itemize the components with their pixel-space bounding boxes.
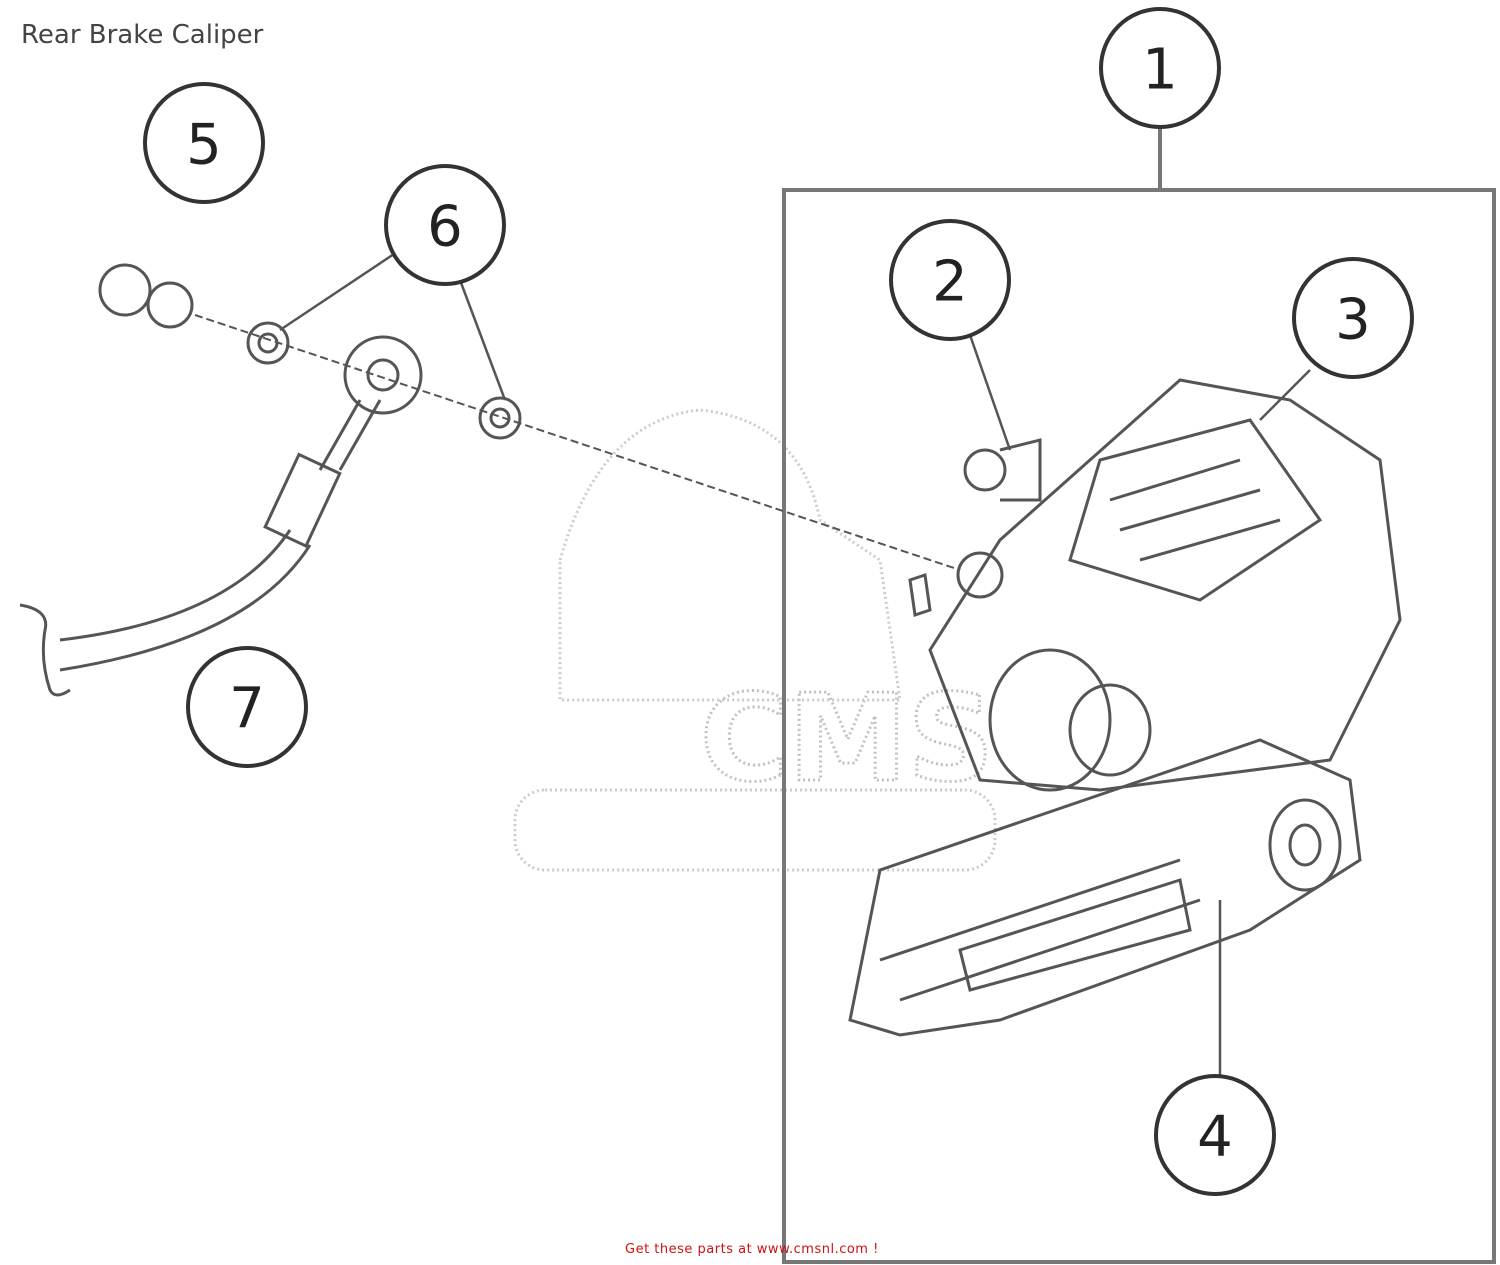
callout-5: 5 [143,82,265,204]
callout-1: 1 [1099,7,1221,129]
watermark: CMS [513,408,997,872]
svg-text:6: 6 [427,195,463,260]
svg-text:5: 5 [186,113,222,178]
leader-lines [279,248,1311,1075]
caliper-drawing [848,378,1402,1037]
callout-4: 4 [1154,1074,1276,1196]
diagram-title: Rear Brake Caliper [21,20,264,50]
svg-text:4: 4 [1197,1105,1233,1170]
svg-text:1: 1 [1142,38,1178,103]
callout-2: 2 [889,219,1011,341]
callout-3: 3 [1292,257,1414,379]
svg-text:3: 3 [1335,288,1371,353]
assembly-box [782,188,1496,1264]
svg-text:2: 2 [932,250,968,315]
callout-7: 7 [186,646,308,768]
footer-link[interactable]: Get these parts at www.cmsnl.com ! [625,1242,879,1257]
svg-text:7: 7 [229,677,265,742]
callout-6: 6 [384,164,506,286]
brake-hose-drawing [19,263,961,697]
watermark-text: CMS [700,670,994,809]
